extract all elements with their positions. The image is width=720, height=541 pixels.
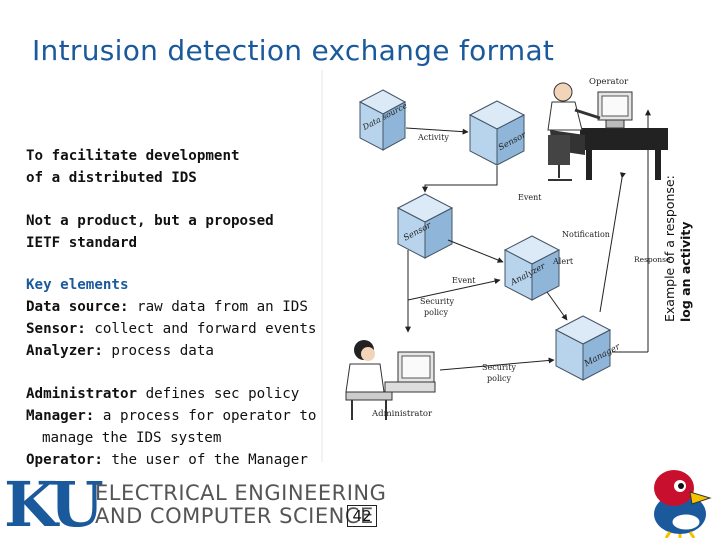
- operator-label: Operator: [589, 77, 629, 87]
- analyzer-desc: process data: [102, 343, 214, 359]
- analyzer-term: Analyzer:: [26, 343, 103, 359]
- sensor-top-node: Sensor: [468, 100, 529, 166]
- dept-line1: ELECTRICAL ENGINEERING: [95, 481, 387, 505]
- roles-block: Administrator defines sec policy Manager…: [26, 383, 316, 471]
- slide-title: Intrusion detection exchange format: [32, 34, 555, 67]
- administrator-figure: [345, 340, 436, 420]
- bullet-line: To facilitate development: [26, 148, 240, 164]
- jayhawk-mascot-icon: [654, 470, 712, 538]
- sensor-term: Sensor:: [26, 321, 86, 337]
- sensor-desc: collect and forward events: [85, 321, 317, 337]
- sensor-mid-node: Sensor: [396, 193, 454, 259]
- key-elements-heading: Key elements: [26, 277, 129, 293]
- bullet-ietf-standard: Not a product, but a proposed IETF stand…: [26, 210, 274, 254]
- event-arrow-to-sensor: [422, 166, 498, 193]
- data-source-node: Data source: [358, 89, 409, 151]
- bullet-line: Not a product, but a proposed: [26, 213, 274, 229]
- side-note-line2: log an activity: [678, 221, 693, 322]
- security-policy-label-1b: policy: [424, 308, 449, 317]
- event-label-1: Event: [518, 193, 542, 202]
- bullet-line: IETF standard: [26, 235, 138, 251]
- security-policy-label-1a: Security: [420, 297, 454, 306]
- administrator-label: Administrator: [371, 409, 433, 419]
- page-number: 42: [347, 505, 377, 527]
- response-label: Response: [634, 255, 671, 264]
- key-elements-block: Key elements Data source: raw data from …: [26, 274, 316, 362]
- data-source-term: Data source:: [26, 299, 129, 315]
- manager-node: Manager: [554, 315, 623, 381]
- security-policy-label-2b: policy: [487, 374, 512, 383]
- policy-arrow-analyzer: [407, 278, 501, 301]
- alert-label: Alert: [552, 257, 574, 266]
- administrator-term: Administrator: [26, 386, 138, 402]
- side-note-line1: Example of a response:: [662, 175, 677, 322]
- policy-arrow-manager: [439, 357, 555, 371]
- event-arrow-to-analyzer: [447, 239, 504, 263]
- manager-desc-continued: manage the IDS system: [42, 430, 222, 446]
- administrator-desc: defines sec policy: [137, 386, 300, 402]
- data-source-desc: raw data from an IDS: [128, 299, 308, 315]
- ku-logo: KU: [4, 468, 104, 541]
- dept-line2: AND COMPUTER SCIENCE: [95, 504, 374, 528]
- notification-arrow: [599, 172, 626, 313]
- manager-term: Manager:: [26, 408, 95, 424]
- activity-label: Activity: [417, 133, 449, 142]
- operator-figure: [547, 82, 668, 181]
- bullet-distributed-ids: To facilitate development of a distribut…: [26, 145, 240, 189]
- footer: [0, 468, 720, 540]
- manager-desc: a process for operator to: [94, 408, 317, 424]
- event-label-2: Event: [452, 276, 476, 285]
- notification-label: Notification: [562, 230, 610, 239]
- operator-desc: the user of the Manager: [102, 452, 308, 468]
- activity-arrow: [405, 127, 469, 135]
- diagram-connectors: [405, 109, 651, 371]
- analyzer-node: Analyzer: [503, 235, 561, 301]
- alert-arrow: [546, 291, 568, 321]
- security-policy-label-2a: Security: [482, 363, 516, 372]
- bullet-line: of a distributed IDS: [26, 170, 197, 186]
- operator-term: Operator:: [26, 452, 103, 468]
